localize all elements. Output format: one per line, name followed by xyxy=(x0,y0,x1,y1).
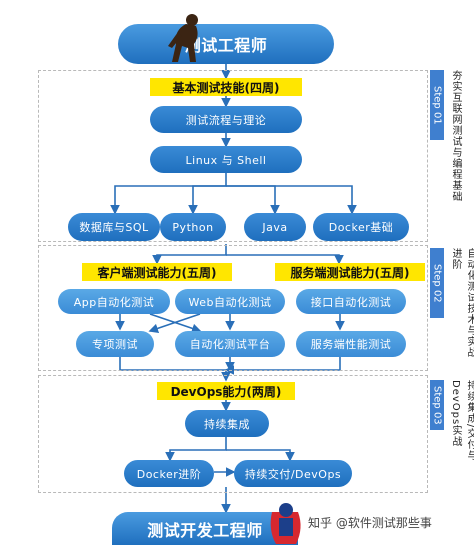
node-database-sql: 数据库与SQL xyxy=(68,213,160,241)
step1-header: 基本测试技能(四周) xyxy=(150,78,302,96)
devops-header: DevOps能力(两周) xyxy=(157,382,295,400)
node-test-process: 测试流程与理论 xyxy=(150,106,302,133)
superhero-icon xyxy=(270,503,301,544)
server-test-header: 服务端测试能力(五周) xyxy=(275,263,425,281)
top-title-text: 测试工程师 xyxy=(184,36,268,55)
step2-side-text: 自动化测试技术与实战进阶 xyxy=(450,248,474,358)
top-title-node: 测试工程师 xyxy=(118,24,334,64)
step1-box xyxy=(38,70,428,242)
step2-badge: Step 02 xyxy=(430,248,444,318)
node-linux-shell: Linux 与 Shell xyxy=(150,146,302,173)
node-python: Python xyxy=(160,213,226,241)
node-continuous-integration: 持续集成 xyxy=(185,410,269,437)
node-server-performance: 服务端性能测试 xyxy=(296,331,406,357)
node-automation-platform: 自动化测试平台 xyxy=(175,331,285,357)
client-test-header: 客户端测试能力(五周) xyxy=(82,263,232,281)
bottom-title-node: 测试开发工程师 xyxy=(112,512,298,545)
monkey-icon xyxy=(168,14,198,62)
node-web-automation: Web自动化测试 xyxy=(175,289,285,314)
step2-box xyxy=(38,245,428,371)
step1-badge: Step 01 xyxy=(430,70,444,140)
step3-badge: Step 03 xyxy=(430,380,444,430)
step3-box xyxy=(38,375,428,493)
bottom-title-text: 测试开发工程师 xyxy=(147,520,263,540)
node-special-testing: 专项测试 xyxy=(76,331,154,357)
node-app-automation: App自动化测试 xyxy=(58,289,170,314)
node-api-automation: 接口自动化测试 xyxy=(296,289,406,314)
watermark-text: 知乎 @软件测试那些事 xyxy=(308,516,432,530)
node-java: Java xyxy=(244,213,306,241)
step3-side-text: 持续集成/交付与DevOps实战 xyxy=(450,380,474,462)
node-continuous-delivery: 持续交付/DevOps xyxy=(234,460,352,487)
node-docker-advanced: Docker进阶 xyxy=(124,460,214,487)
node-docker-basics: Docker基础 xyxy=(313,213,409,241)
step1-side-text: 夯实互联网测试与编程基础 xyxy=(450,70,461,202)
